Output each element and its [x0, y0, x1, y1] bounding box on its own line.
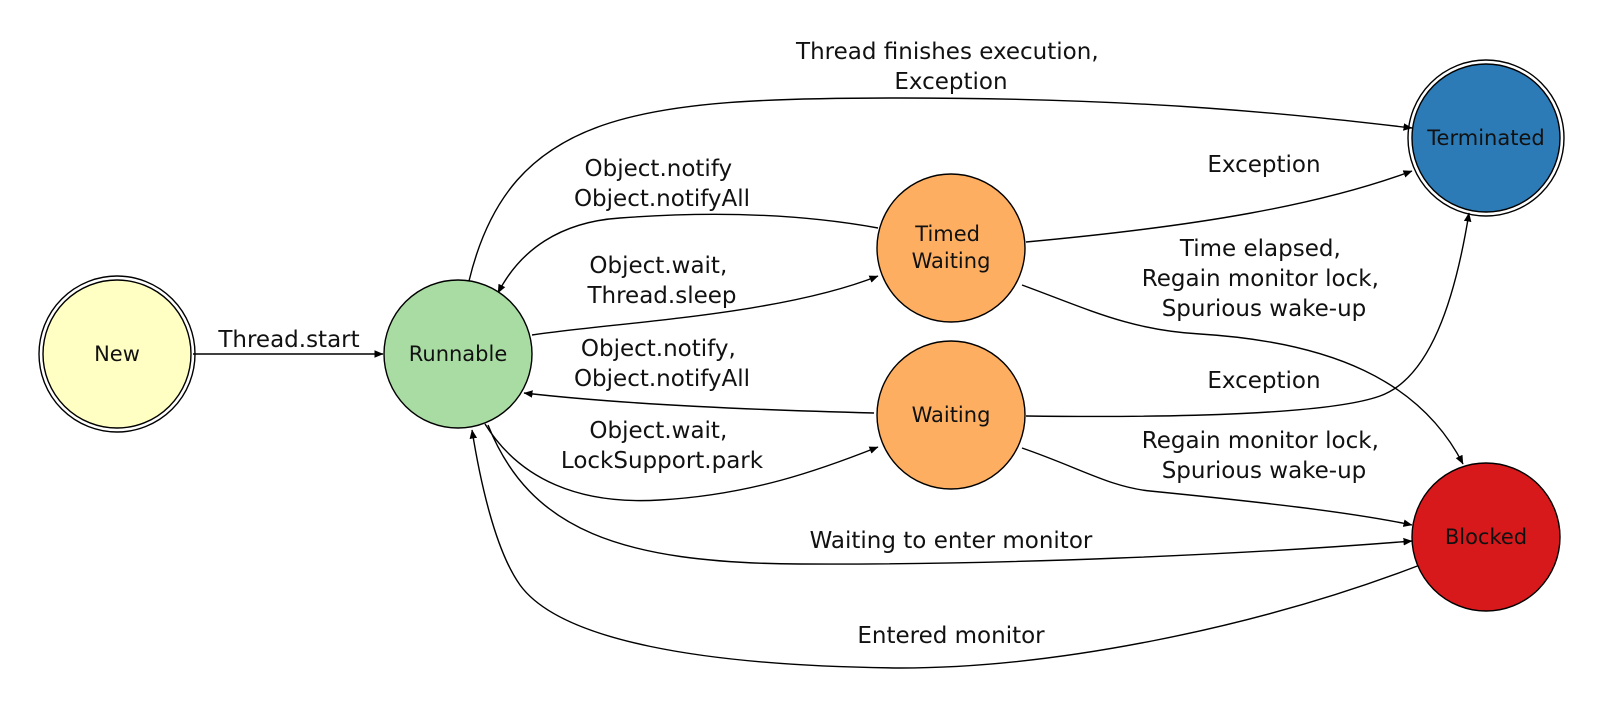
edge-labels: Thread.start Thread finishes execution, … [217, 39, 1386, 649]
edge-runnable-to-blocked [487, 424, 1413, 565]
state-timed-waiting: Timed Waiting [876, 173, 1026, 323]
label-timed-waiting-exception: Exception [1207, 152, 1320, 178]
edge-waiting-to-terminated [1025, 212, 1472, 418]
label-entered-monitor: Entered monitor [857, 623, 1045, 649]
state-blocked: Blocked [1411, 462, 1561, 612]
label-waiting-to-enter-monitor: Waiting to enter monitor [810, 528, 1093, 554]
state-terminated-circle [1411, 63, 1561, 213]
state-waiting-label: Waiting [912, 403, 991, 427]
label-to-waiting: Object.wait, LockSupport.park [561, 418, 764, 474]
label-thread-start: Thread.start [217, 327, 359, 353]
label-timed-waiting-to-blocked: Time elapsed, Regain monitor lock, Spuri… [1142, 236, 1386, 322]
edge-runnable-to-waiting [484, 423, 879, 502]
state-runnable: Runnable [383, 279, 533, 429]
edge-waiting-to-blocked [1021, 447, 1413, 527]
state-blocked-circle [1411, 462, 1561, 612]
state-new: New [38, 275, 196, 433]
state-timed-waiting-label: Timed Waiting [912, 222, 991, 273]
state-runnable-circle [383, 279, 533, 429]
state-terminated-label: Terminated [1426, 126, 1544, 150]
label-timed-waiting-notify: Object.notify Object.notifyAll [574, 156, 750, 212]
state-new-circle [42, 279, 192, 429]
label-to-timed-waiting: Object.wait, Thread.sleep [586, 253, 736, 309]
label-thread-finishes: Thread finishes execution, Exception [795, 39, 1106, 95]
state-blocked-label: Blocked [1445, 525, 1527, 549]
state-terminated: Terminated [1407, 59, 1565, 217]
state-runnable-label: Runnable [409, 342, 508, 366]
edge-blocked-to-runnable [469, 429, 1421, 669]
state-timed-waiting-circle [876, 173, 1026, 323]
edge-waiting-to-runnable [523, 390, 875, 414]
edge-timed-waiting-to-runnable [497, 213, 879, 294]
edge-timed-waiting-to-terminated [1025, 170, 1413, 243]
edge-runnable-to-timed-waiting [531, 275, 879, 336]
edge-runnable-to-terminated [468, 97, 1413, 282]
label-waiting-notify: Object.notify, Object.notifyAll [574, 336, 750, 392]
state-waiting: Waiting [876, 340, 1026, 490]
edges [193, 97, 1472, 669]
edge-timed-waiting-to-blocked [1021, 284, 1464, 465]
state-waiting-circle [876, 340, 1026, 490]
state-new-label: New [94, 342, 140, 366]
label-waiting-to-blocked: Regain monitor lock, Spurious wake-up [1142, 428, 1386, 484]
label-waiting-exception: Exception [1207, 368, 1320, 394]
